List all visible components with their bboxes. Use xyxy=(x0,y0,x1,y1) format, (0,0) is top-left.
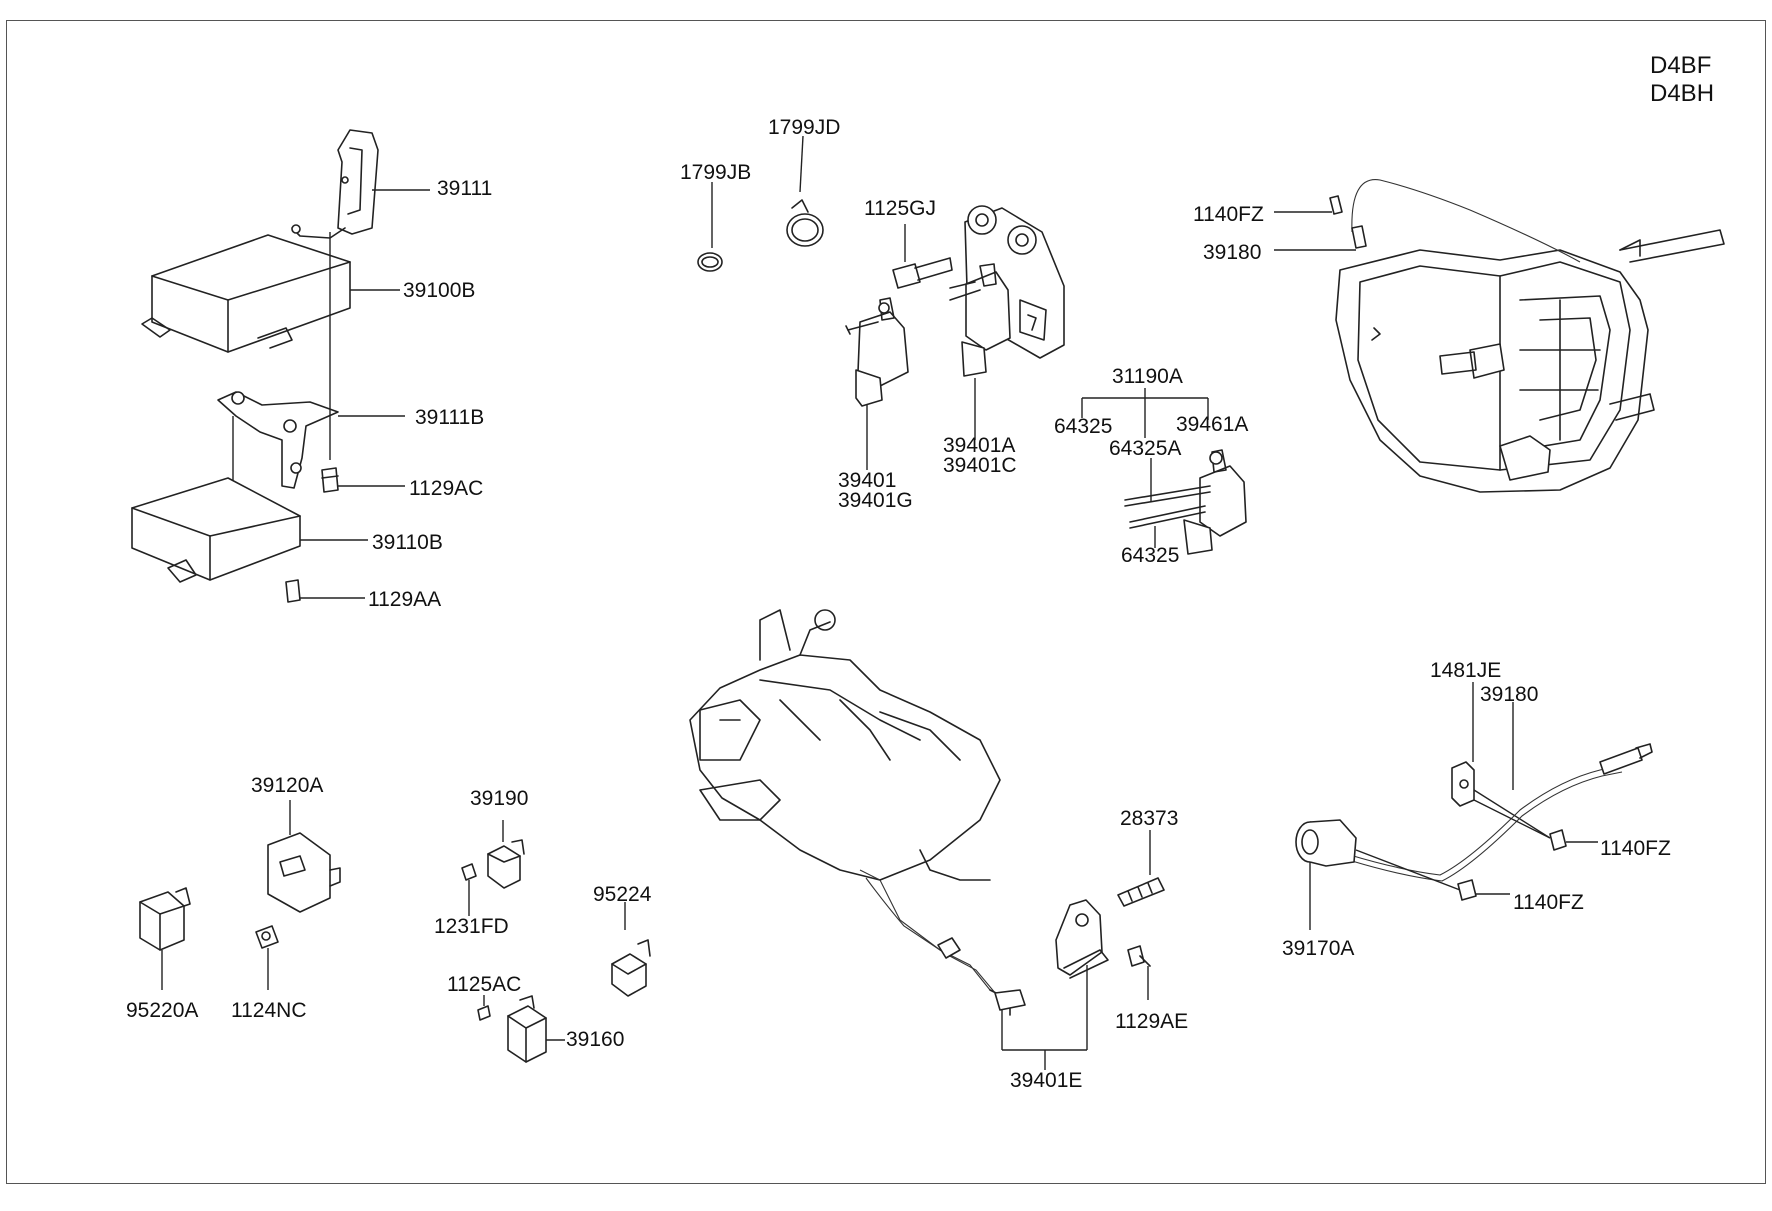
part-label-64325A[interactable]: 64325A xyxy=(1109,437,1182,460)
tree-31190A xyxy=(1081,388,1209,438)
part-label-1140FZ-top[interactable]: 1140FZ xyxy=(1193,203,1264,226)
cable-39180-top xyxy=(1351,179,1581,263)
bracket-39111B xyxy=(217,391,339,489)
part-label-39401G[interactable]: 39401G xyxy=(838,489,913,512)
bolt-1129AC xyxy=(321,467,339,493)
part-label-64325-bottom[interactable]: 64325 xyxy=(1121,544,1180,567)
part-label-95224[interactable]: 95224 xyxy=(593,883,652,906)
part-label-1140FZ-low[interactable]: 1140FZ xyxy=(1513,891,1584,914)
part-label-39180-top[interactable]: 39180 xyxy=(1203,241,1262,264)
part-label-39160[interactable]: 39160 xyxy=(566,1028,625,1051)
wiring-harness xyxy=(689,609,1026,1016)
bracket-39111 xyxy=(291,129,379,239)
clamp-1799JD xyxy=(786,135,824,247)
part-label-1129AA[interactable]: 1129AA xyxy=(368,588,442,611)
slave-cylinder-39170A xyxy=(1295,819,1357,930)
part-label-39100B[interactable]: 39100B xyxy=(403,279,476,302)
part-label-1129AE[interactable]: 1129AE xyxy=(1115,1010,1189,1033)
bolt-1124NC xyxy=(255,925,279,990)
ecu-box-39100B xyxy=(141,234,351,353)
part-label-28373[interactable]: 28373 xyxy=(1120,807,1179,830)
bolt-1125GJ xyxy=(892,224,953,289)
bolt-1129AE xyxy=(1127,945,1151,1000)
engine-code-d4bh: D4BH xyxy=(1650,80,1715,107)
part-label-1125AC[interactable]: 1125AC xyxy=(447,973,522,996)
solenoid-valve-39401 xyxy=(845,297,909,407)
diagram-frame xyxy=(6,20,1766,1184)
module-39120A xyxy=(267,800,341,913)
engine-code-d4bf: D4BF xyxy=(1650,52,1712,79)
bracket-39401E xyxy=(1055,899,1109,979)
part-label-1231FD[interactable]: 1231FD xyxy=(434,915,509,938)
bolt-1140FZ-top xyxy=(1329,195,1343,215)
part-label-39401C[interactable]: 39401C xyxy=(943,454,1017,477)
solenoid-valve-39401A xyxy=(949,205,1065,377)
part-label-1799JD[interactable]: 1799JD xyxy=(768,116,841,139)
solenoid-valve-39461A xyxy=(1183,449,1247,555)
part-label-39401A[interactable]: 39401A xyxy=(943,434,1016,457)
part-label-1125GJ[interactable]: 1125GJ xyxy=(864,197,936,220)
part-label-39401[interactable]: 39401 xyxy=(838,469,897,492)
part-label-39461A[interactable]: 39461A xyxy=(1176,413,1249,436)
part-label-1481JE[interactable]: 1481JE xyxy=(1430,659,1502,682)
part-label-1140FZ-mid[interactable]: 1140FZ xyxy=(1600,837,1671,860)
part-label-1124NC[interactable]: 1124NC xyxy=(231,999,307,1022)
part-label-39401E[interactable]: 39401E xyxy=(1010,1069,1083,1092)
bolt-1231FD xyxy=(461,863,477,916)
relay-95224 xyxy=(611,902,651,997)
part-label-39111B[interactable]: 39111B xyxy=(415,406,485,429)
part-label-39120A[interactable]: 39120A xyxy=(251,774,324,797)
part-label-64325-top[interactable]: 64325 xyxy=(1054,415,1113,438)
clamp-1799JB xyxy=(697,182,723,272)
tree-39401E xyxy=(1001,965,1088,1070)
part-label-95220A[interactable]: 95220A xyxy=(126,999,199,1022)
transmission-housing xyxy=(1335,229,1725,493)
relay-95220A xyxy=(139,887,191,990)
part-label-39111[interactable]: 39111 xyxy=(437,177,493,200)
part-label-1799JB[interactable]: 1799JB xyxy=(680,161,752,184)
screw-1125AC xyxy=(477,995,491,1021)
part-label-31190A[interactable]: 31190A xyxy=(1112,365,1183,388)
cable-39180-bottom xyxy=(1349,743,1653,882)
part-label-39110B[interactable]: 39110B xyxy=(372,531,443,554)
part-label-39190[interactable]: 39190 xyxy=(470,787,529,810)
relay-39190 xyxy=(487,820,525,889)
bolt-1140FZ-mid xyxy=(1473,799,1598,851)
part-label-39180-bottom[interactable]: 39180 xyxy=(1480,683,1539,706)
bolt-1129AA xyxy=(285,579,301,603)
ecu-box-39110B xyxy=(131,477,301,583)
part-label-1129AC[interactable]: 1129AC xyxy=(409,477,484,500)
relay-39160 xyxy=(507,995,565,1063)
bolt-1140FZ-low xyxy=(1355,849,1510,901)
hose-64325A xyxy=(1124,485,1211,529)
part-label-39170A[interactable]: 39170A xyxy=(1282,937,1355,960)
stud-28373 xyxy=(1117,830,1165,907)
